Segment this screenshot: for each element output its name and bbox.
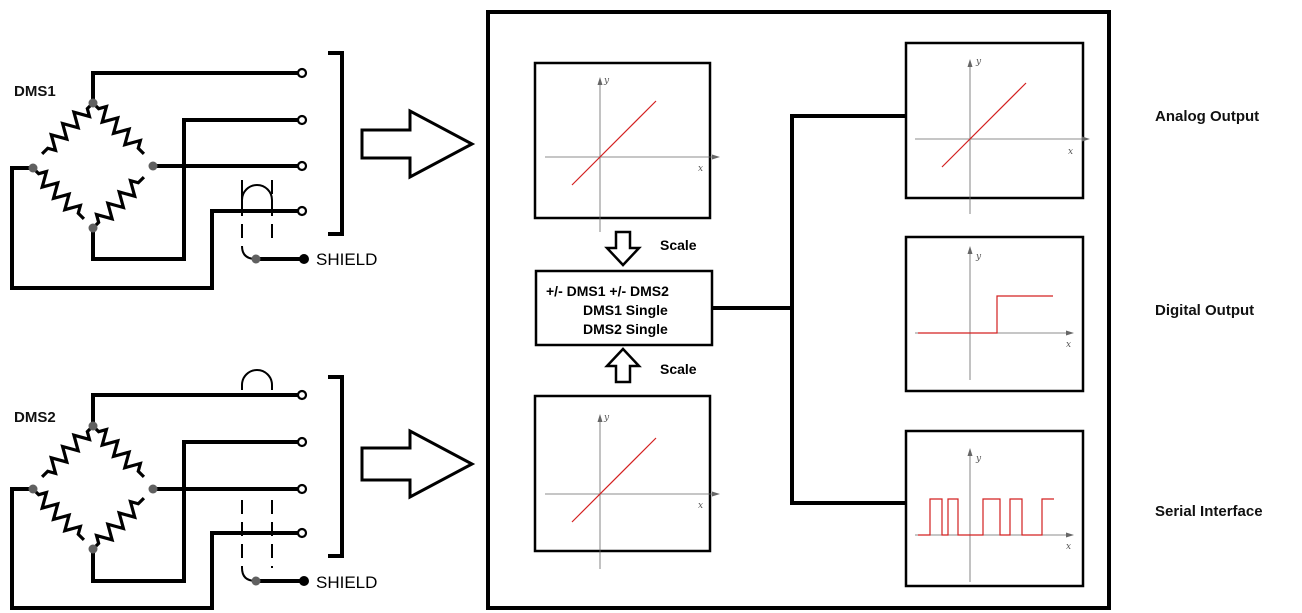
resistor (26, 482, 91, 547)
terminal (296, 160, 308, 172)
input-graph-dms1: y x (533, 61, 721, 233)
svg-text:y: y (975, 252, 982, 262)
wire (91, 71, 302, 103)
bridge-dms2: DMS2 SHIELD (10, 369, 377, 610)
junction-node (88, 223, 98, 233)
svg-text:y: y (603, 413, 610, 423)
resistor (86, 419, 151, 484)
shield-terminal (299, 254, 309, 264)
resistor (86, 491, 151, 556)
shield-label: SHIELD (316, 250, 377, 269)
bridge-label: DMS1 (14, 83, 56, 100)
output-graph-serial: y x (904, 429, 1085, 588)
junction-node (28, 163, 38, 173)
wire (91, 393, 302, 426)
svg-text:y: y (603, 76, 610, 86)
shield-terminal (299, 576, 309, 586)
terminal (296, 483, 308, 495)
right-arrow-icon (360, 108, 476, 180)
terminal (296, 205, 308, 217)
svg-text:y: y (975, 57, 982, 67)
junction-node (251, 254, 261, 264)
wire (10, 487, 302, 610)
junction-node (88, 544, 98, 554)
scale-label: Scale (660, 237, 697, 253)
right-arrow-icon (360, 428, 476, 500)
terminal (296, 114, 308, 126)
function-line: DMS1 Single (583, 302, 668, 318)
output-label-analog: Analog Output (1155, 108, 1259, 125)
scale-label: Scale (660, 361, 697, 377)
resistor (26, 161, 91, 226)
terminal (296, 527, 308, 539)
svg-text:x: x (1066, 340, 1071, 350)
function-line: DMS2 Single (583, 321, 668, 337)
junction-node (148, 161, 158, 171)
svg-text:x: x (1066, 542, 1071, 552)
output-label-serial: Serial Interface (1155, 503, 1263, 520)
output-graph-digital: y x (904, 235, 1085, 393)
terminal (296, 67, 308, 79)
output-graph-analog: y x (904, 41, 1091, 215)
junction-node (88, 421, 98, 431)
connector-bracket (328, 51, 344, 236)
terminal (296, 436, 308, 448)
svg-text:y: y (975, 454, 982, 464)
output-label-digital: Digital Output (1155, 302, 1254, 319)
junction-node (88, 98, 98, 108)
wire (91, 118, 302, 261)
junction-node (28, 484, 38, 494)
bridge-label: DMS2 (14, 409, 56, 426)
function-line: +/- DMS1 +/- DMS2 (546, 283, 669, 299)
cable-shield (241, 180, 273, 260)
bridge-dms1: DMS1 SHIELD (10, 51, 377, 290)
wire (10, 166, 302, 290)
resistor (35, 96, 100, 161)
cable-shield (241, 369, 273, 582)
svg-text:x: x (1068, 147, 1073, 157)
resistor (86, 96, 151, 161)
terminal (296, 389, 308, 401)
function-select-box: +/- DMS1 +/- DMS2 DMS1 Single DMS2 Singl… (534, 269, 714, 347)
junction-node (251, 576, 261, 586)
resistor (35, 419, 100, 484)
resistor (86, 170, 151, 235)
svg-text:x: x (698, 164, 703, 174)
wire (91, 440, 302, 583)
up-arrow-icon (604, 347, 642, 384)
connector-bracket (328, 375, 344, 558)
down-arrow-icon (604, 230, 642, 267)
svg-text:x: x (698, 501, 703, 511)
shield-label: SHIELD (316, 573, 377, 592)
junction-node (148, 484, 158, 494)
input-graph-dms2: y x (533, 394, 721, 570)
